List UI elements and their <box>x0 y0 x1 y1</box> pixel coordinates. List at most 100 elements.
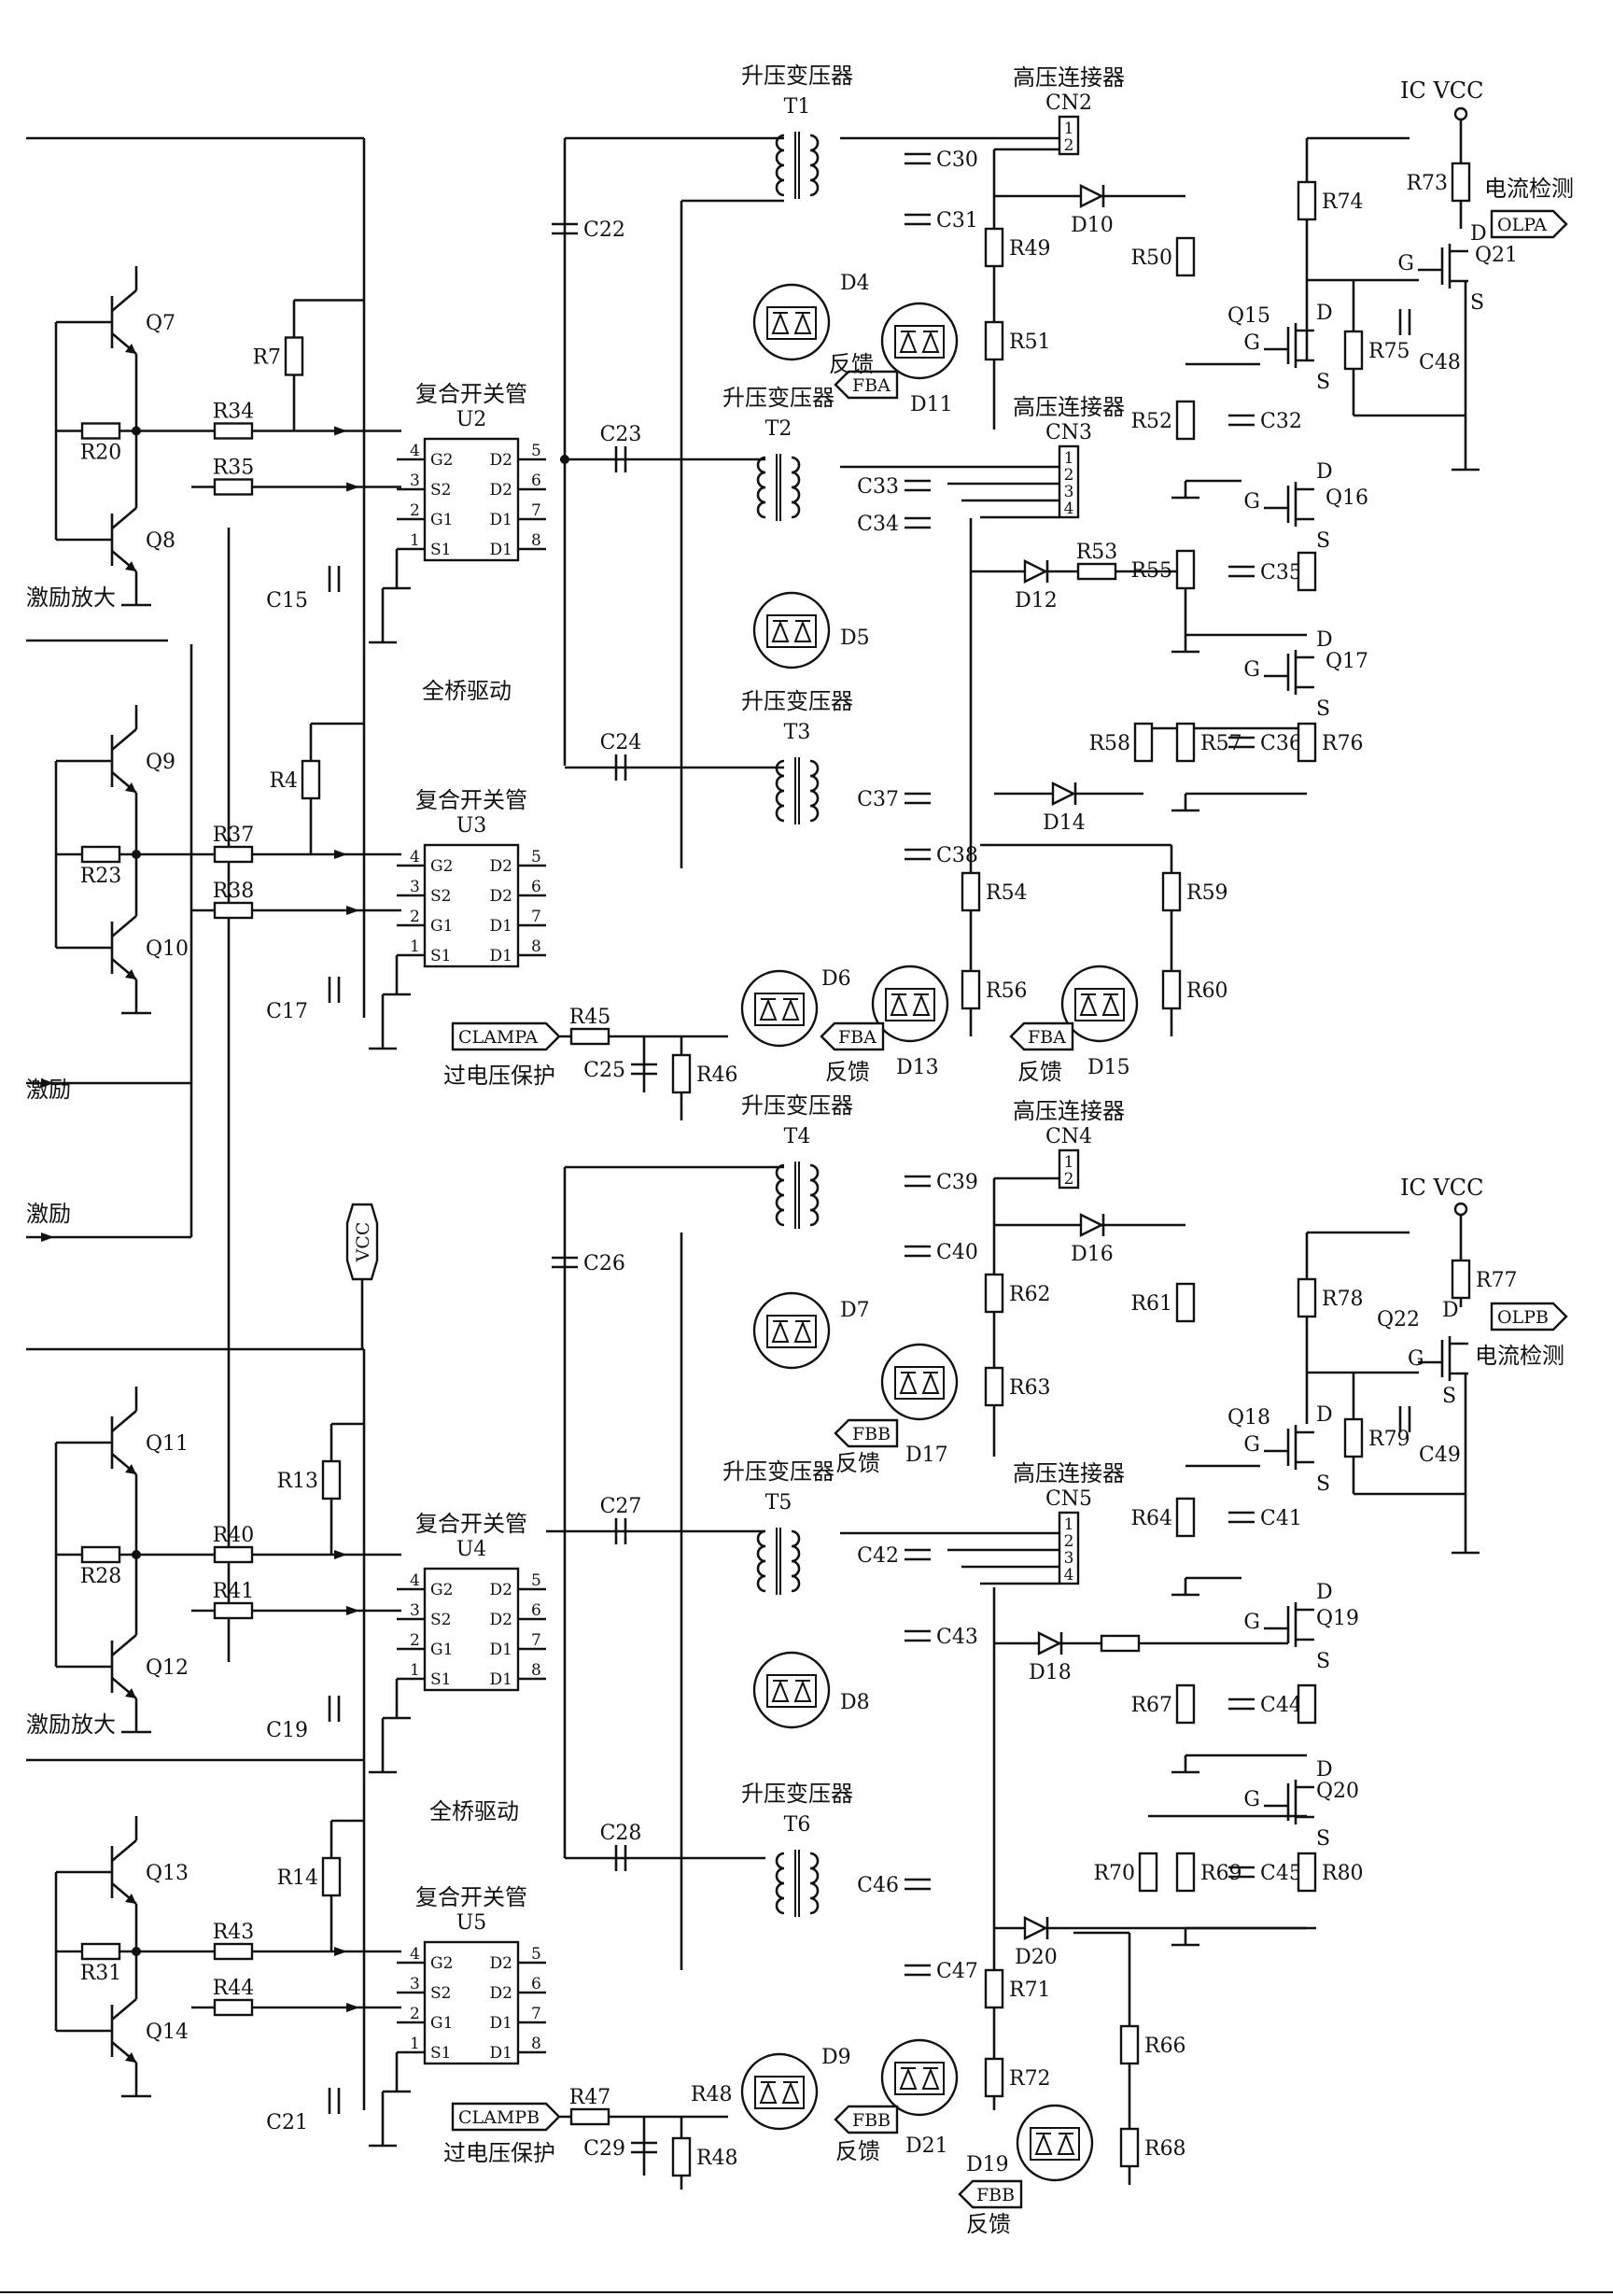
resistor-label: R20 <box>80 442 122 465</box>
resistor-label: R60 <box>1186 979 1228 1003</box>
resistor-label: R68 <box>1144 2137 1186 2161</box>
diode-D9: D9 <box>740 2046 851 2131</box>
diode-body <box>752 1291 831 1370</box>
chip-pin-left: S2 <box>430 887 451 906</box>
mosfet-pin-d: D <box>1316 1758 1333 1782</box>
transformer-label: T4 <box>784 1125 811 1148</box>
chip-pin-right: D1 <box>490 2044 512 2063</box>
chip-pin-left: G1 <box>430 2014 453 2033</box>
ic-vcc-label-a: IC VCC <box>1400 77 1484 104</box>
diode-tri <box>793 1680 812 1702</box>
transformer-label: T3 <box>784 721 811 744</box>
feedback-label-4: 反馈 <box>835 1450 880 1476</box>
resistor-label: R41 <box>213 1580 255 1603</box>
mosfet-label: Q15 <box>1227 304 1270 328</box>
resistor-label: R7 <box>252 346 281 370</box>
capacitor- <box>1398 1406 1411 1432</box>
coil <box>775 759 785 823</box>
chip-ground-3 <box>369 2052 411 2148</box>
r48-label-alt: R48 <box>691 2083 733 2106</box>
chip-pin-left: G1 <box>430 917 453 936</box>
diode-frame <box>894 2062 945 2095</box>
diode-frame <box>885 988 935 1021</box>
chip-pin-right: D1 <box>490 947 512 965</box>
transformer-label: T5 <box>765 1491 792 1514</box>
diode-tri <box>899 1372 918 1394</box>
capacitor-label: C26 <box>583 1252 625 1275</box>
resistor-body <box>80 1942 121 1961</box>
mosfet-pin-s: S <box>1316 1827 1330 1851</box>
resistor-label: R73 <box>1406 172 1448 195</box>
mosfet-pin-s: S <box>1316 1650 1330 1673</box>
resistor-body <box>213 422 254 440</box>
capacitor-label: C48 <box>1419 351 1461 374</box>
resistor-R66: R66 <box>1119 2024 1186 2065</box>
capacitor- <box>328 1696 341 1722</box>
emitter-arrow <box>125 344 136 354</box>
chip-pin-left: S1 <box>430 1670 451 1689</box>
coil <box>791 456 801 519</box>
resistor-label: R55 <box>1130 559 1172 583</box>
resistor-label: R54 <box>986 881 1028 905</box>
chip-pin-number: 2 <box>410 908 420 926</box>
resistor-body <box>984 2057 1004 2098</box>
excite-label-2: 激励 <box>26 1201 71 1227</box>
wire <box>111 1410 137 1432</box>
resistor-R49: R49 <box>984 227 1051 268</box>
emitter-arrow <box>125 969 136 979</box>
diode-body <box>752 283 831 361</box>
resistor-label: R77 <box>1476 1269 1518 1292</box>
capacitor-C29: C29 <box>583 2137 657 2161</box>
resistor-R44: R44 <box>213 1977 255 2017</box>
chip-body <box>423 843 520 968</box>
resistor-label: R75 <box>1368 340 1410 363</box>
chip-pin-number: 1 <box>410 531 420 550</box>
resistor-R58: R58 <box>1088 722 1154 763</box>
resistor-label: R47 <box>569 2086 611 2109</box>
tag-text: CLAMPB <box>458 2107 540 2128</box>
tag-text: OLPA <box>1497 215 1547 235</box>
connector-pin: 2 <box>1064 1532 1074 1551</box>
resistor-R63: R63 <box>984 1366 1051 1407</box>
resistor-R53: R53 <box>1076 541 1117 581</box>
resistor-label: R48 <box>696 2147 738 2170</box>
resistor-label: R13 <box>276 1470 318 1493</box>
resistor-label: R74 <box>1322 190 1364 214</box>
resistor-body <box>1138 1852 1158 1893</box>
capacitor-C42: C42 <box>857 1544 931 1568</box>
transformer-caption: 升压变压器 <box>741 688 853 714</box>
resistor-body <box>961 969 981 1010</box>
resistor-label: R44 <box>213 1977 255 2000</box>
tag-box <box>451 2102 561 2132</box>
mosfet-pin-d: D <box>1316 1581 1333 1604</box>
resistor-body <box>1119 2127 1140 2168</box>
resistor-R70: R70 <box>1093 1852 1158 1893</box>
drive-wiring <box>26 136 366 2110</box>
arrow-head <box>41 1078 54 1088</box>
resistor-body <box>213 1601 254 1620</box>
chip-caption: 复合开关管 <box>415 787 527 813</box>
resistor-R38: R38 <box>213 880 254 920</box>
diode-tri <box>1034 2133 1053 2155</box>
resistor- <box>1297 1683 1317 1725</box>
feedback-label-3: 反馈 <box>1017 1059 1062 1085</box>
resistor-R51: R51 <box>984 320 1051 361</box>
resistor-R34: R34 <box>213 401 254 440</box>
diode-label: D6 <box>821 967 851 991</box>
capacitor-label: C37 <box>857 788 899 811</box>
chip-pin-right: D2 <box>490 1954 512 1973</box>
diode-body <box>752 591 831 669</box>
wire <box>111 1634 137 1656</box>
mosfet-pin-g: G <box>1243 1611 1260 1634</box>
resistor-R47: R47 <box>569 2086 611 2126</box>
diode-D8: D8 <box>752 1651 870 1729</box>
resistor-body <box>213 478 254 496</box>
resistor-label: R72 <box>1009 2067 1051 2091</box>
ic-vcc-label-b: IC VCC <box>1400 1175 1484 1201</box>
tag-box <box>1490 1302 1568 1331</box>
capacitor-label: C36 <box>1260 732 1302 755</box>
